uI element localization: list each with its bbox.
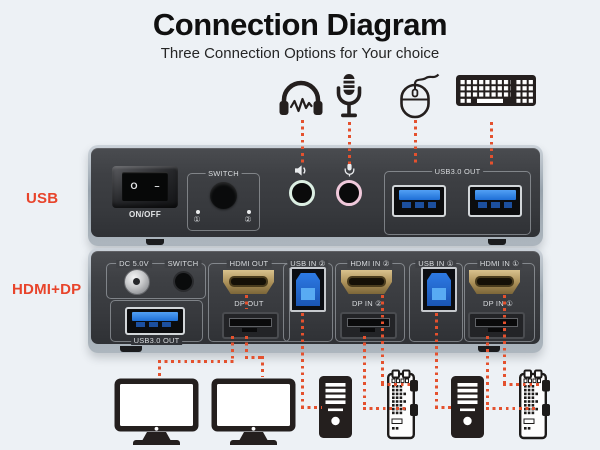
- hdmi-out-port: [223, 270, 274, 294]
- connection-dashed-line: [158, 360, 234, 363]
- headphones-icon: [277, 76, 325, 118]
- power-label: ON/OFF: [128, 210, 162, 219]
- connection-dashed-line: [348, 122, 351, 164]
- speaker-icon: [295, 165, 308, 176]
- connection-dashed-line: [435, 313, 438, 408]
- connection-dashed-line: [381, 383, 410, 386]
- connection-dashed-line: [231, 336, 234, 362]
- usb-in-1-port: [421, 267, 457, 312]
- hdmi-in-2-port: [341, 270, 392, 294]
- hdmi-in-1-label: HDMI IN ①: [476, 260, 523, 268]
- hdmi-out-label: HDMI OUT: [226, 260, 272, 268]
- connection-dashed-line: [158, 360, 161, 377]
- kvm-front-panel: O – ON/OFF SWITCH ① ② USB3.0 OUT: [88, 145, 543, 246]
- port2-number: ②: [244, 215, 252, 224]
- connection-dashed-line: [414, 120, 417, 166]
- connection-dashed-line: [301, 120, 304, 164]
- video-in-1-section: HDMI IN ① DP IN ①: [464, 260, 535, 342]
- row-label-hdmi-dp: HDMI+DP: [12, 281, 82, 298]
- connection-dashed-line: [503, 295, 506, 386]
- video-card-icon: [385, 369, 419, 442]
- dp-in-2-label: DP IN ②: [351, 299, 383, 308]
- monitor-icon: [211, 378, 296, 445]
- usb-out-section: USB3.0 OUT: [384, 168, 531, 235]
- dp-out-label: DP OUT: [234, 299, 264, 308]
- rear-usb-out-label: USB3.0 OUT: [130, 337, 183, 345]
- switch-button: [210, 182, 237, 209]
- connection-dashed-line: [301, 406, 322, 409]
- connection-dashed-line: [245, 295, 248, 309]
- led-port2: [247, 210, 251, 214]
- dp-in-1-port: [468, 312, 525, 339]
- dp-out-port: [222, 312, 279, 339]
- connection-dashed-line: [381, 295, 384, 386]
- mic-icon: [344, 163, 355, 177]
- switch-label: SWITCH: [205, 170, 242, 178]
- port1-number: ①: [193, 215, 201, 224]
- power-rocker-switch: O –: [112, 166, 178, 208]
- connection-dashed-line: [486, 407, 538, 410]
- power-on-symbol: O: [130, 181, 138, 191]
- usb-in-1-label: USB IN ①: [415, 260, 457, 268]
- panel-foot: [478, 346, 500, 352]
- panel-foot: [120, 346, 142, 352]
- panel-foot: [488, 239, 506, 245]
- page-title: Connection Diagram: [152, 7, 448, 42]
- connection-dashed-line: [261, 356, 264, 377]
- connection-dashed-line: [245, 356, 264, 359]
- switch-section: SWITCH ① ②: [187, 170, 260, 231]
- row-label-usb: USB: [26, 190, 59, 207]
- connection-dashed-line: [486, 336, 489, 410]
- page-subtitle: Three Connection Options for Your choice: [160, 45, 440, 62]
- microphone-icon: [336, 73, 362, 120]
- led-port1: [196, 210, 200, 214]
- usb-in-2-section: USB IN ②: [283, 260, 333, 342]
- kvm-rear-panel: DC 5.0V SWITCH USB3.0 OUT HDMI OUT DP OU…: [88, 248, 543, 353]
- rear-usb-out-section: USB3.0 OUT: [110, 300, 203, 345]
- usb3-port-1: [392, 185, 446, 217]
- dp-in-2-port: [340, 312, 397, 339]
- dp-in-1-label: DP IN ①: [482, 299, 514, 308]
- monitor-icon: [114, 378, 199, 445]
- usb-in-2-label: USB IN ②: [287, 260, 329, 268]
- rear-usb3-port: [125, 307, 185, 335]
- usb-in-2-port: [290, 267, 326, 312]
- usb-in-1-section: USB IN ①: [409, 260, 463, 342]
- connection-dashed-line: [363, 336, 366, 410]
- connection-dashed-line: [490, 122, 493, 166]
- usb3-port-2: [468, 185, 522, 217]
- dc-switch-section: DC 5.0V SWITCH: [106, 260, 206, 299]
- hdmi-in-2-label: HDMI IN ②: [347, 260, 393, 268]
- connection-dashed-line: [363, 407, 406, 410]
- pc-tower-icon: [451, 376, 484, 438]
- connection-dashed-line: [301, 313, 304, 408]
- panel-foot: [146, 239, 164, 245]
- video-in-2-section: HDMI IN ② DP IN ②: [335, 260, 405, 342]
- audio-out-jack: [289, 180, 315, 206]
- connection-dashed-line: [503, 383, 542, 386]
- connection-dashed-line: [435, 406, 454, 409]
- keyboard-icon: [456, 72, 536, 109]
- dc-power-jack: [124, 269, 150, 295]
- power-off-symbol: –: [154, 181, 160, 191]
- pc-tower-icon: [319, 376, 352, 438]
- hdmi-in-1-port: [469, 270, 520, 294]
- remote-switch-jack: [175, 273, 192, 290]
- mouse-icon: [398, 72, 442, 119]
- dc-label: DC 5.0V: [116, 260, 152, 268]
- rear-switch-label: SWITCH: [164, 260, 202, 268]
- mic-in-jack: [336, 180, 362, 206]
- usb-out-label: USB3.0 OUT: [431, 168, 484, 176]
- connection-dashed-line: [245, 336, 248, 358]
- video-card-icon: [517, 369, 551, 442]
- video-out-section: HDMI OUT DP OUT: [208, 260, 290, 342]
